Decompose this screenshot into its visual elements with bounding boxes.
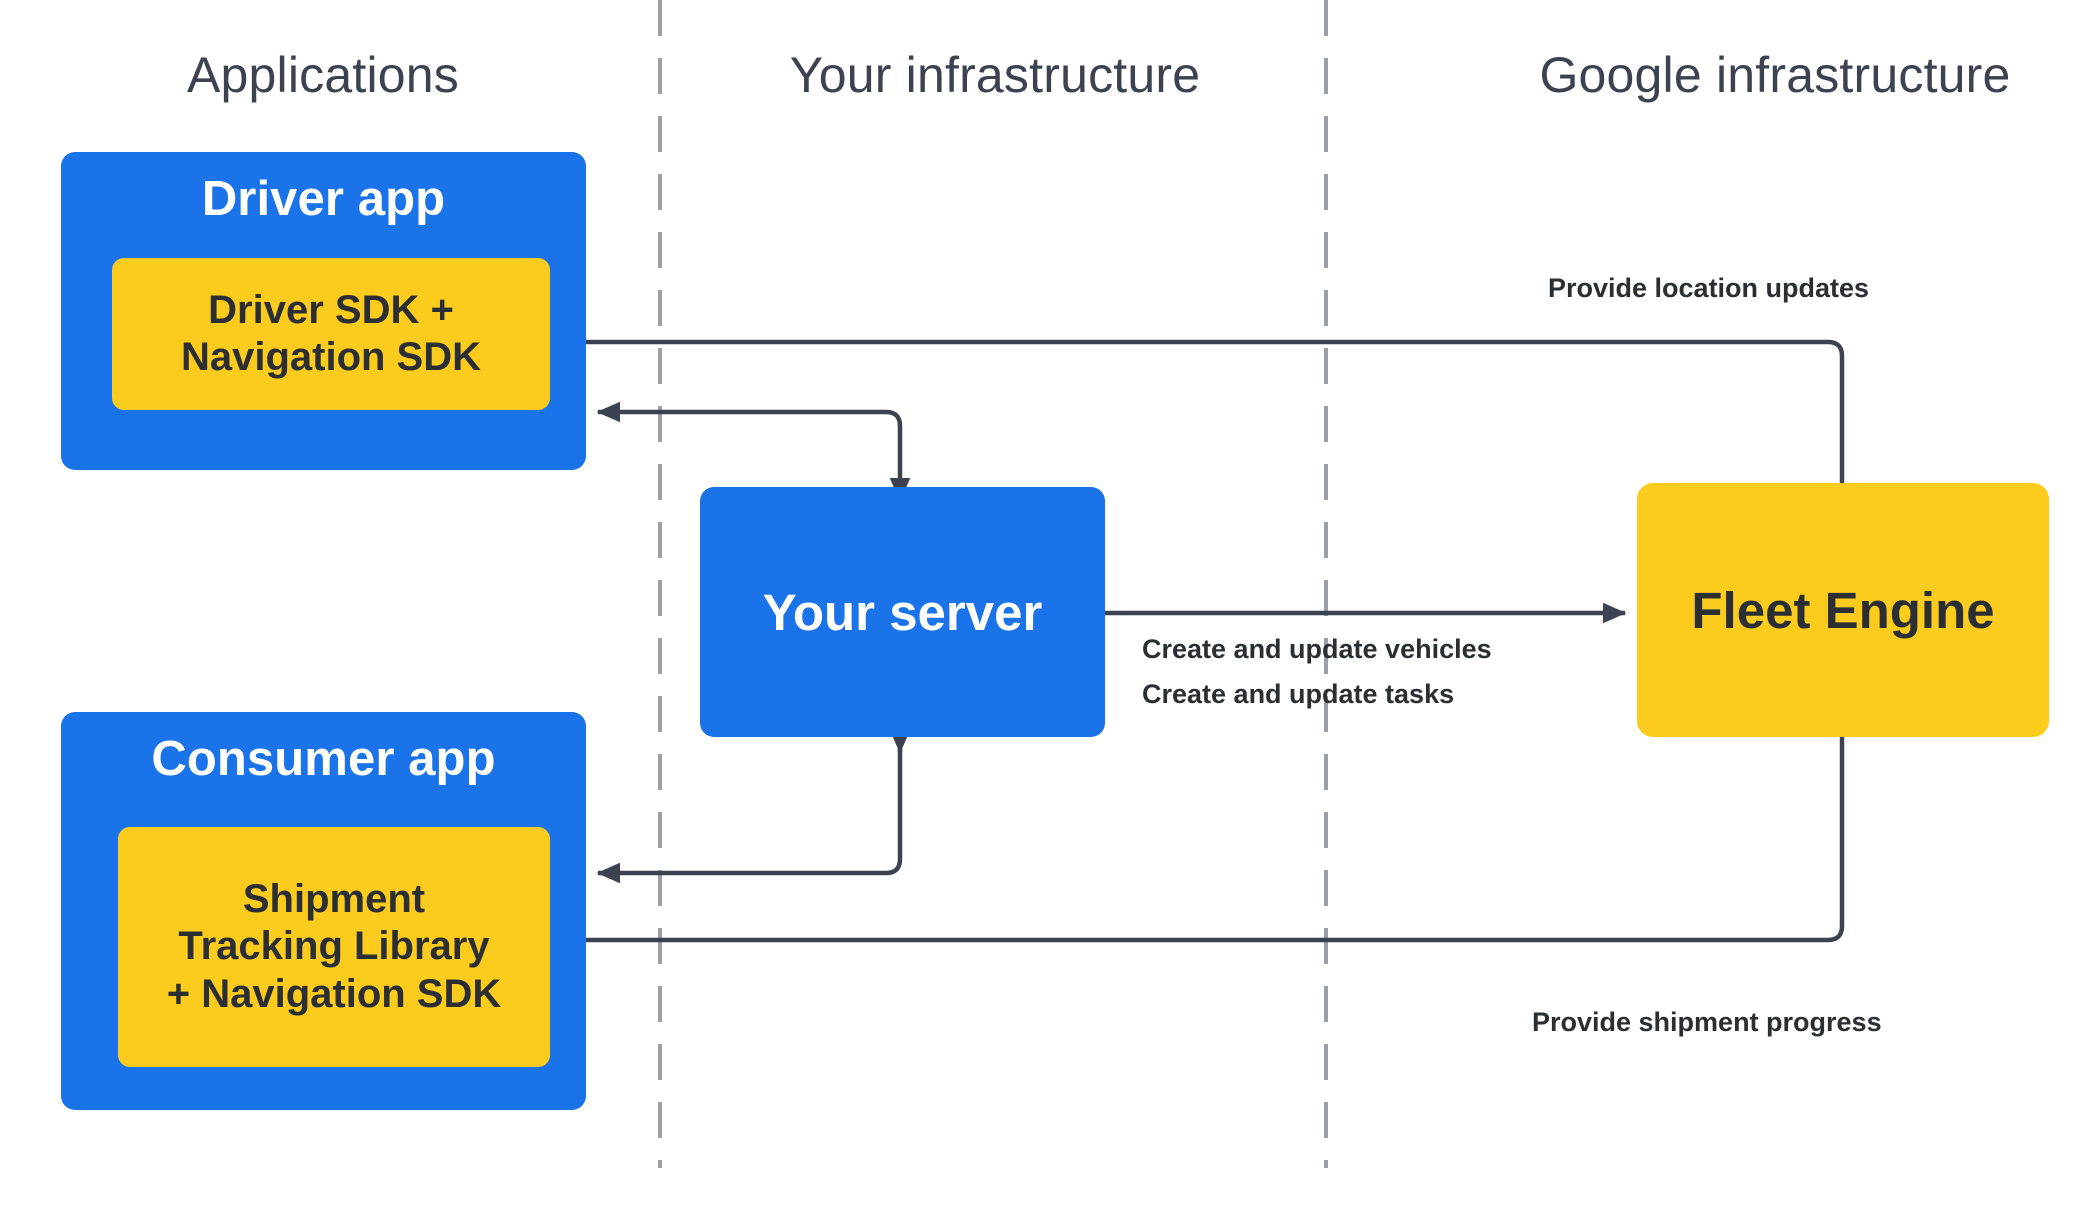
- edge-server-to-driver-app: [596, 401, 903, 487]
- node-driver-sdk[interactable]: Driver SDK + Navigation SDK: [112, 258, 550, 410]
- column-heading-your-infrastructure: Your infrastructure: [789, 47, 1201, 103]
- edge-label-create-and-update-tasks: Create and update tasks: [1142, 679, 1455, 709]
- edge-server-to-consumer-app: [596, 727, 903, 884]
- column-heading-google-infrastructure: Google infrastructure: [1539, 47, 2011, 103]
- shipment-tracking-line-3: + Navigation SDK: [166, 971, 502, 1016]
- your-server-title: Your server: [762, 583, 1043, 641]
- edge-label-provide-location-updates: Provide location updates: [1548, 273, 1870, 303]
- edge-provide-shipment-progress: [558, 737, 1845, 951]
- shipment-tracking-line-2: Tracking Library: [178, 924, 490, 969]
- edge-label-provide-shipment-progress: Provide shipment progress: [1532, 1007, 1882, 1037]
- shipment-tracking-line-1: Shipment: [242, 877, 426, 922]
- driver-app-title: Driver app: [201, 172, 446, 226]
- driver-sdk-line-1: Driver SDK +: [208, 287, 454, 332]
- fleet-engine-title: Fleet Engine: [1691, 581, 1995, 639]
- driver-sdk-line-2: Navigation SDK: [180, 335, 482, 379]
- edge-provide-location-updates: [558, 331, 1845, 483]
- consumer-app-title: Consumer app: [151, 732, 496, 786]
- node-your-server[interactable]: Your server: [700, 487, 1105, 737]
- node-fleet-engine[interactable]: Fleet Engine: [1637, 483, 2049, 737]
- column-heading-applications: Applications: [186, 47, 459, 103]
- edge-label-create-and-update-vehicles: Create and update vehicles: [1142, 634, 1492, 664]
- node-shipment-tracking-library[interactable]: Shipment Tracking Library + Navigation S…: [118, 827, 550, 1067]
